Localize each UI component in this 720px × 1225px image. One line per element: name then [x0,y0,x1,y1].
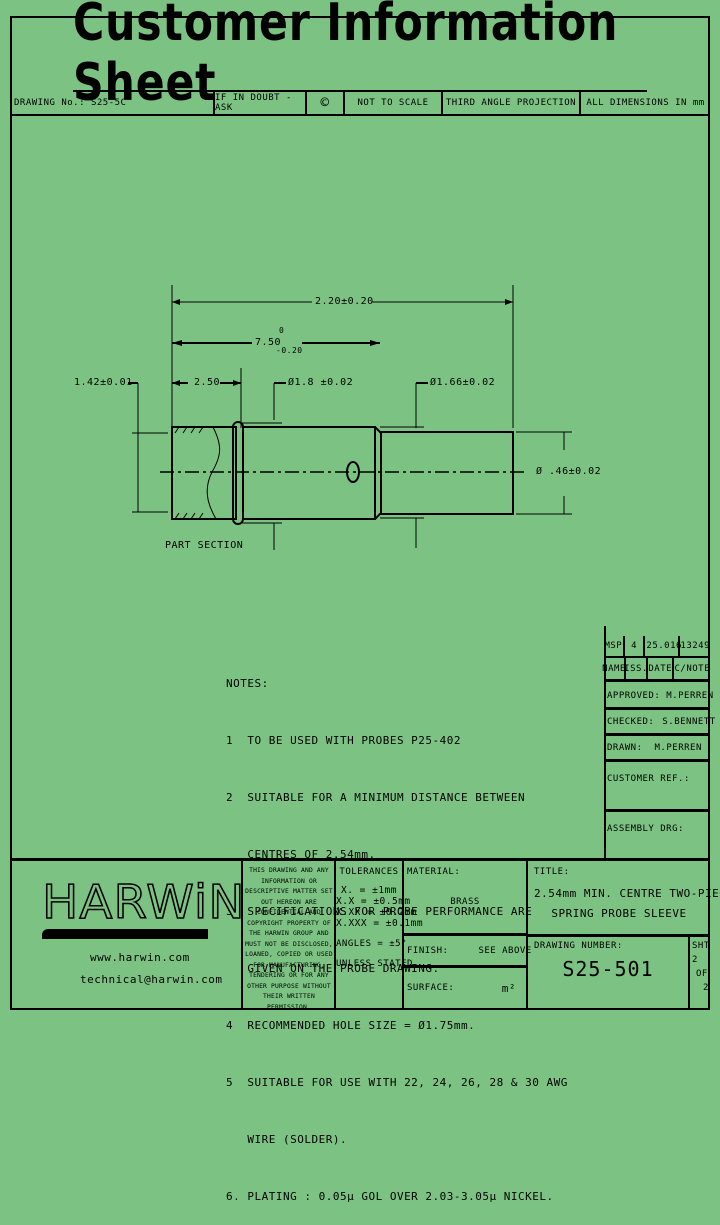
sheet-panel: SHT 2 OF 2 [692,941,710,993]
drawing-frame [10,16,710,1010]
note-line: 1 TO BE USED WITH PROBES P25-402 [226,734,462,747]
copyright-icon: © [307,92,345,114]
note-line: GIVEN ON THE PROBE DRAWING. [226,962,440,975]
dim-length: 7.50 [255,337,282,348]
surface-panel: SURFACE: m² [404,968,528,1008]
not-to-scale: NOT TO SCALE [345,92,443,114]
title-panel: TITLE: 2.54mm MIN. CENTRE TWO-PIECE SPRI… [528,861,720,937]
dim-dia-neck: Ø1.66±0.02 [430,377,496,388]
projection: THIRD ANGLE PROJECTION [443,92,581,114]
drawing-number-panel: DRAWING NUMBER: S25-501 [528,937,690,1008]
confidentiality-note: THIS DRAWING AND ANY INFORMATION OR DESC… [245,867,333,1011]
info-strip: DRAWING No.: S25-5C IF IN DOUBT - ASK © … [10,92,710,116]
drawing-number: S25-501 [562,957,654,981]
checked-row: CHECKED:S.BENNETT [604,710,715,736]
if-in-doubt: IF IN DOUBT - ASK [215,92,307,114]
note-line: 5 SUITABLE FOR USE WITH 22, 24, 26, 28 &… [226,1076,568,1089]
logo-bar [42,929,208,939]
dim-dia-body: Ø1.8 ±0.02 [288,377,354,388]
harwin-logo: HARWiN [41,874,246,930]
approved-row: APPROVED:M.PERREN [604,684,713,710]
dim-dia-tail: Ø .46±0.02 [536,466,602,477]
part-drawing [128,285,572,550]
tolerances-panel: TOLERANCES X. = ±1mm X.X = ±0.5mm X.XX =… [334,861,423,1008]
dim-wall: 1.42±0.01 [74,377,133,388]
finish-panel: FINISH: SEE ABOVE [404,936,531,968]
material-panel: MATERIAL: BRASS [404,861,528,936]
part-section-label: PART SECTION [165,540,244,551]
note-line: 3. SPECIFICATIONS FOR PROBE PERFORMANCE … [226,905,533,918]
dim-section: 2.50 [194,377,221,388]
notes-heading: NOTES: [226,677,269,690]
note-line: 2 SUITABLE FOR A MINIMUM DISTANCE BETWEE… [226,791,526,804]
note-line: 4 RECOMMENDED HOLE SIZE = Ø1.75mm. [226,1019,476,1032]
logo-panel: HARWiN www.harwin.com technical@harwin.c… [12,861,246,1008]
dim-length-tol-lower: -0.20 [276,346,303,355]
drawing-no: DRAWING No.: S25-5C [10,92,215,114]
note-line: WIRE (SOLDER). [226,1133,348,1146]
revision-panel [604,626,710,858]
email-link[interactable]: technical@harwin.com [80,973,223,986]
drawn-row: DRAWN:M.PERREN [604,736,710,762]
dim-length-tol-upper: 0 [279,326,285,335]
note-line: CENTRES OF 2.54mm. [226,848,376,861]
dimensions-note: ALL DIMENSIONS IN mm [586,98,705,108]
assembly-drg: ASSEMBLY DRG: [607,824,684,834]
website-link[interactable]: www.harwin.com [90,951,190,964]
dim-overall: 2.20±0.20 [315,296,374,307]
note-line: 6. PLATING : 0.05µ GOL OVER 2.03-3.05µ N… [226,1190,554,1203]
title-block [10,858,710,1010]
revision-headers: NAME ISS. DATE C/NOTE [602,658,710,682]
customer-ref: CUSTOMER REF.: [604,762,710,812]
